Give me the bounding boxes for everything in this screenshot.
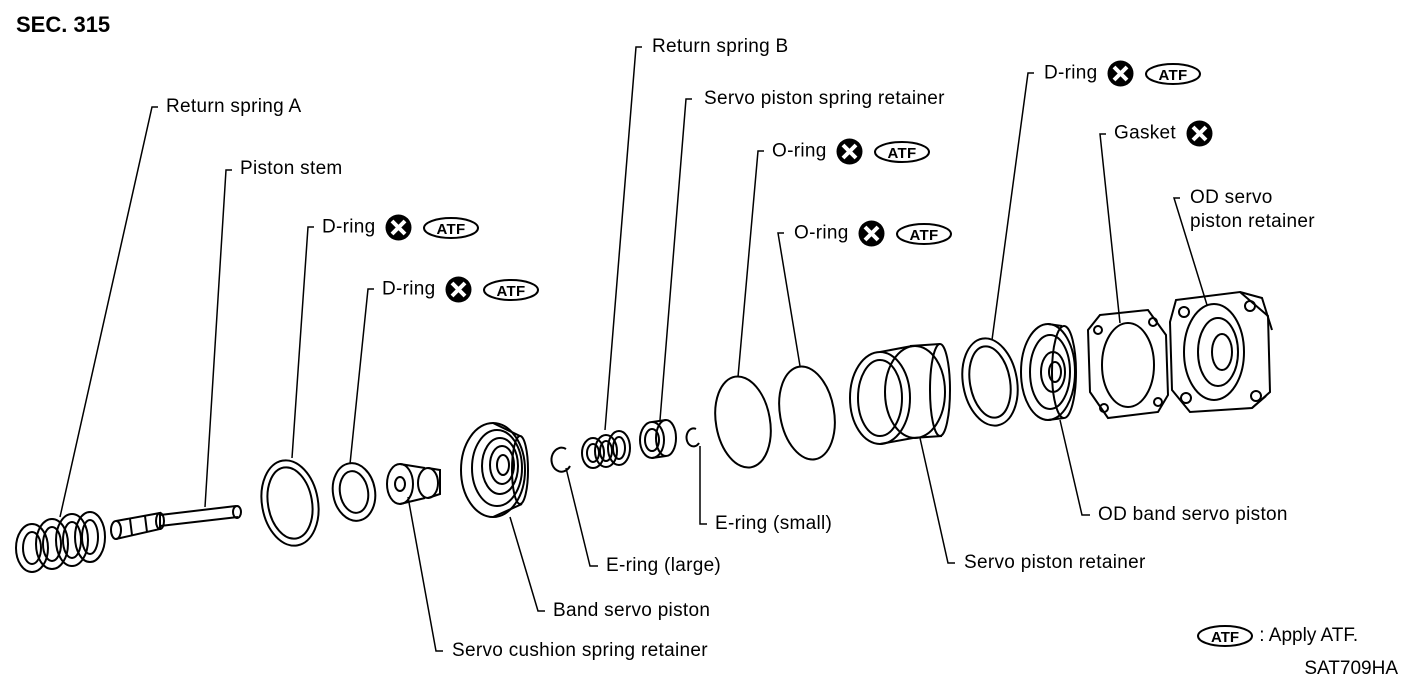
gasket	[1086, 308, 1170, 420]
od-servo-piston-retainer	[1168, 290, 1273, 414]
d-ring-2-text: D-ring	[382, 278, 436, 300]
atf-oval-icon: ATF	[895, 222, 952, 245]
label-od-servo-piston-retainer-line2: piston retainer	[1190, 211, 1315, 232]
label-band-servo-piston: Band servo piston	[553, 600, 711, 621]
o-ring-1	[714, 375, 772, 469]
figure-code: SAT709HA	[1304, 658, 1398, 679]
atf-oval-icon: ATF	[1144, 62, 1201, 85]
leader-lines	[59, 46, 1208, 652]
od-band-servo-piston	[1020, 323, 1077, 421]
label-servo-piston-retainer: Servo piston retainer	[964, 552, 1146, 573]
atf-oval-icon: ATF	[482, 278, 539, 301]
x-circle-icon	[858, 220, 885, 247]
label-servo-piston-spring-retainer: Servo piston spring retainer	[704, 88, 945, 109]
x-circle-icon	[836, 138, 863, 165]
label-return-spring-b: Return spring B	[652, 36, 789, 57]
label-piston-stem: Piston stem	[240, 158, 343, 179]
x-circle-icon	[1107, 60, 1134, 87]
label-d-ring-1: D-ring ATF	[322, 214, 480, 241]
label-od-band-servo-piston: OD band servo piston	[1098, 504, 1288, 525]
d-ring-2	[331, 462, 377, 522]
label-e-ring-large: E-ring (large)	[606, 555, 722, 576]
x-circle-icon	[385, 214, 412, 241]
servo-cushion-spring-retainer	[386, 463, 441, 505]
label-d-ring-3: D-ring ATF	[1044, 60, 1202, 87]
label-servo-cushion-spring-retainer: Servo cushion spring retainer	[452, 640, 708, 661]
legend-badge-text: ATF	[1211, 629, 1239, 646]
d-ring-1	[260, 459, 320, 547]
label-return-spring-a: Return spring A	[166, 96, 302, 117]
legend-text: : Apply ATF.	[1259, 625, 1359, 647]
section-number: SEC. 315	[16, 12, 111, 37]
e-ring-large	[550, 446, 571, 473]
return-spring-b	[581, 430, 631, 469]
x-circle-icon	[1186, 120, 1213, 147]
label-e-ring-small: E-ring (small)	[715, 513, 833, 534]
atf-oval-icon: ATF	[1197, 625, 1253, 647]
d-ring-3-text: D-ring	[1044, 62, 1098, 84]
atf-badge-text: ATF	[909, 227, 938, 244]
e-ring-small	[685, 427, 700, 448]
o-ring-1-text: O-ring	[772, 140, 827, 162]
atf-badge-text: ATF	[436, 221, 465, 238]
return-spring-a	[15, 511, 106, 573]
d-ring-1-text: D-ring	[322, 216, 376, 238]
atf-badge-text: ATF	[1158, 67, 1187, 84]
label-d-ring-2: D-ring ATF	[382, 276, 540, 303]
atf-oval-icon: ATF	[422, 216, 479, 239]
servo-piston-spring-retainer	[639, 419, 677, 459]
label-o-ring-1: O-ring ATF	[772, 138, 931, 165]
atf-badge-text: ATF	[887, 145, 916, 162]
o-ring-2	[778, 365, 836, 461]
label-gasket: Gasket	[1114, 120, 1213, 147]
legend: ATF : Apply ATF.	[1196, 624, 1358, 648]
x-circle-icon	[445, 276, 472, 303]
servo-piston-retainer	[849, 343, 951, 445]
o-ring-2-text: O-ring	[794, 222, 849, 244]
gasket-text: Gasket	[1114, 122, 1176, 144]
atf-badge-text: ATF	[496, 283, 525, 300]
piston-stem	[110, 505, 242, 540]
atf-oval-icon: ATF	[873, 140, 930, 163]
label-o-ring-2: O-ring ATF	[794, 220, 953, 247]
d-ring-3	[961, 337, 1019, 427]
band-servo-piston	[460, 422, 529, 518]
label-od-servo-piston-retainer-line1: OD servo	[1190, 187, 1273, 208]
